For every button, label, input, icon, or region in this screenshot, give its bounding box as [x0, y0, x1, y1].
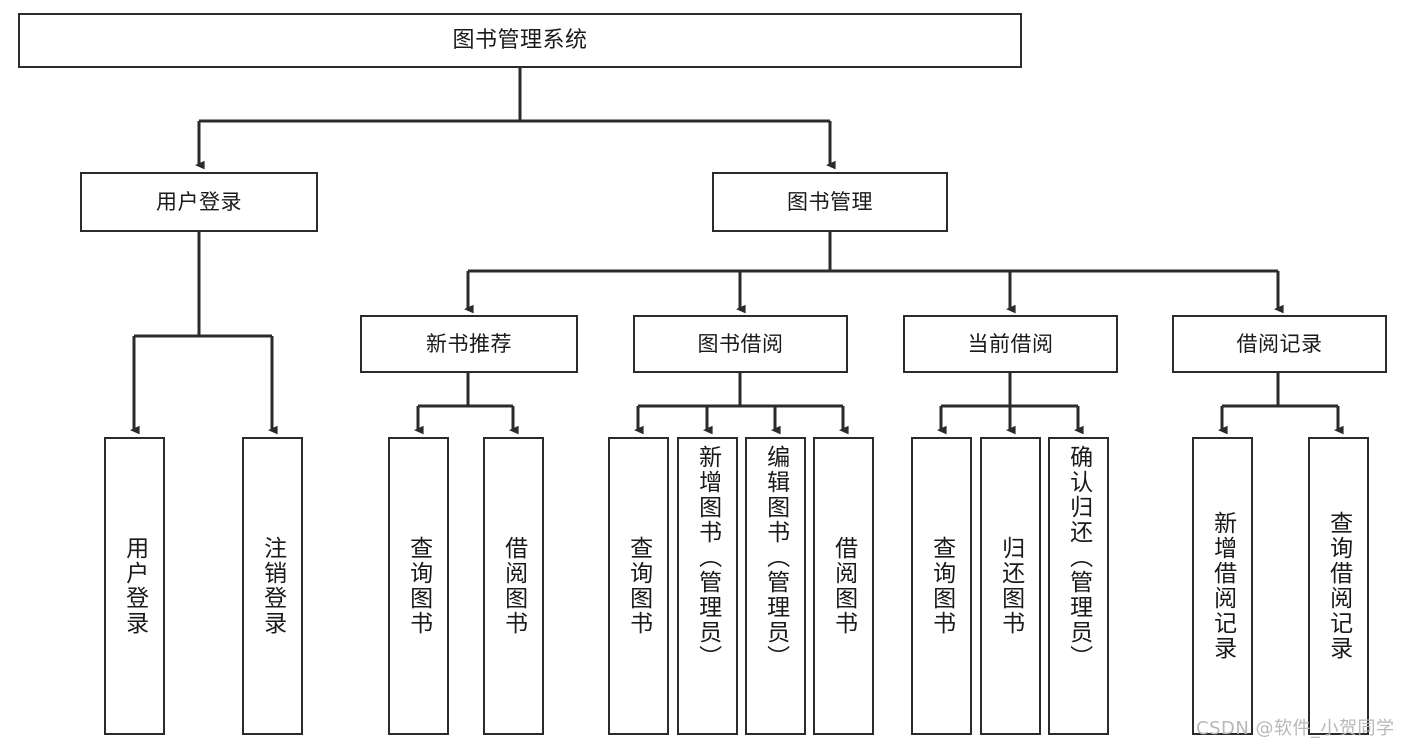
leaf-user-login[interactable]: 用户登录 [104, 437, 165, 735]
leaf-query-book-2-label: 查询图书 [625, 536, 652, 636]
leaf-query-book-3[interactable]: 查询图书 [911, 437, 972, 735]
leaf-confirm-return-admin[interactable]: 确认归还（管理员） [1048, 437, 1109, 735]
leaf-add-book-admin-label: 新增图书（管理员） [694, 445, 721, 670]
leaf-query-book-1[interactable]: 查询图书 [388, 437, 449, 735]
node-book-management-label: 图书管理 [787, 189, 873, 214]
leaf-confirm-return-admin-label: 确认归还（管理员） [1065, 445, 1092, 670]
node-user-login[interactable]: 用户登录 [80, 172, 318, 232]
leaf-query-book-2[interactable]: 查询图书 [608, 437, 669, 735]
leaf-add-borrow-record-label: 新增借阅记录 [1209, 511, 1236, 661]
leaf-add-book-admin[interactable]: 新增图书（管理员） [677, 437, 738, 735]
leaf-add-borrow-record[interactable]: 新增借阅记录 [1192, 437, 1253, 735]
node-current-borrow-label: 当前借阅 [967, 331, 1054, 356]
csdn-watermark: CSDN @软件_小贺同学 [1196, 718, 1395, 739]
leaf-query-borrow-record-label: 查询借阅记录 [1325, 511, 1352, 661]
leaf-user-login-label: 用户登录 [121, 536, 148, 636]
leaf-return-book[interactable]: 归还图书 [980, 437, 1041, 735]
node-current-borrow[interactable]: 当前借阅 [903, 315, 1118, 373]
leaf-query-book-3-label: 查询图书 [928, 536, 955, 636]
node-new-book-recommend[interactable]: 新书推荐 [360, 315, 578, 373]
leaf-borrow-book-2[interactable]: 借阅图书 [813, 437, 874, 735]
node-root[interactable]: 图书管理系统 [18, 13, 1022, 68]
node-borrow-records-label: 借阅记录 [1236, 331, 1323, 356]
node-book-borrow[interactable]: 图书借阅 [633, 315, 848, 373]
leaf-borrow-book-1-label: 借阅图书 [500, 536, 527, 636]
leaf-return-book-label: 归还图书 [997, 536, 1024, 636]
node-new-book-recommend-label: 新书推荐 [426, 331, 512, 356]
node-borrow-records[interactable]: 借阅记录 [1172, 315, 1387, 373]
leaf-query-book-1-label: 查询图书 [405, 536, 432, 636]
leaf-edit-book-admin[interactable]: 编辑图书（管理员） [745, 437, 806, 735]
node-book-borrow-label: 图书借阅 [697, 331, 784, 356]
leaf-query-borrow-record[interactable]: 查询借阅记录 [1308, 437, 1369, 735]
leaf-borrow-book-2-label: 借阅图书 [830, 536, 857, 636]
node-book-management[interactable]: 图书管理 [712, 172, 948, 232]
leaf-logout[interactable]: 注销登录 [242, 437, 303, 735]
leaf-logout-label: 注销登录 [259, 536, 286, 636]
leaf-borrow-book-1[interactable]: 借阅图书 [483, 437, 544, 735]
node-user-login-label: 用户登录 [156, 189, 242, 214]
leaf-edit-book-admin-label: 编辑图书（管理员） [762, 445, 789, 670]
node-root-label: 图书管理系统 [452, 27, 588, 53]
